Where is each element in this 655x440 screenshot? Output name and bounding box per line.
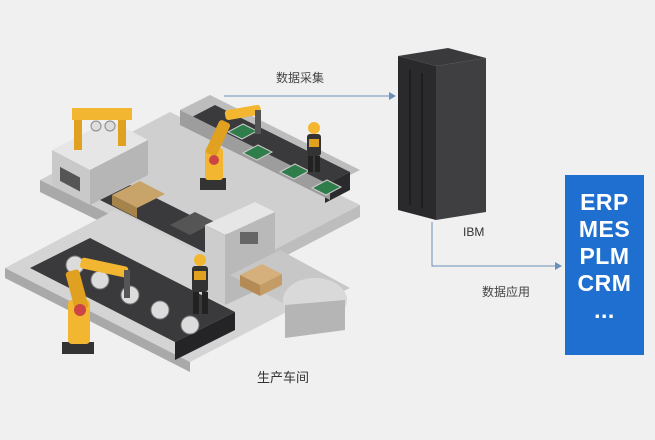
system-more: ... — [594, 297, 615, 323]
system-erp: ERP — [580, 189, 629, 215]
data-collect-label: 数据采集 — [276, 71, 325, 85]
system-mes: MES — [578, 216, 631, 242]
system-crm: CRM — [577, 270, 632, 296]
worker-icon — [307, 122, 321, 172]
systems-panel: ERP MES PLM CRM ... — [565, 175, 644, 355]
upper-gantry — [72, 108, 132, 150]
server-label: IBM — [463, 225, 485, 239]
arrow-head-app — [555, 262, 562, 270]
robot-arm-lower-icon — [62, 257, 130, 354]
system-plm: PLM — [579, 243, 630, 269]
workshop-label: 生产车间 — [257, 371, 310, 386]
box-icon — [240, 264, 282, 296]
worker-lower-icon — [192, 254, 208, 314]
robot-arm-icon — [200, 104, 262, 190]
data-flow-arrows — [224, 95, 556, 267]
server-tower-icon — [398, 48, 486, 220]
lower-production-line — [5, 202, 350, 372]
data-app-label: 数据应用 — [482, 285, 531, 299]
arrow-head-collect — [389, 92, 396, 100]
